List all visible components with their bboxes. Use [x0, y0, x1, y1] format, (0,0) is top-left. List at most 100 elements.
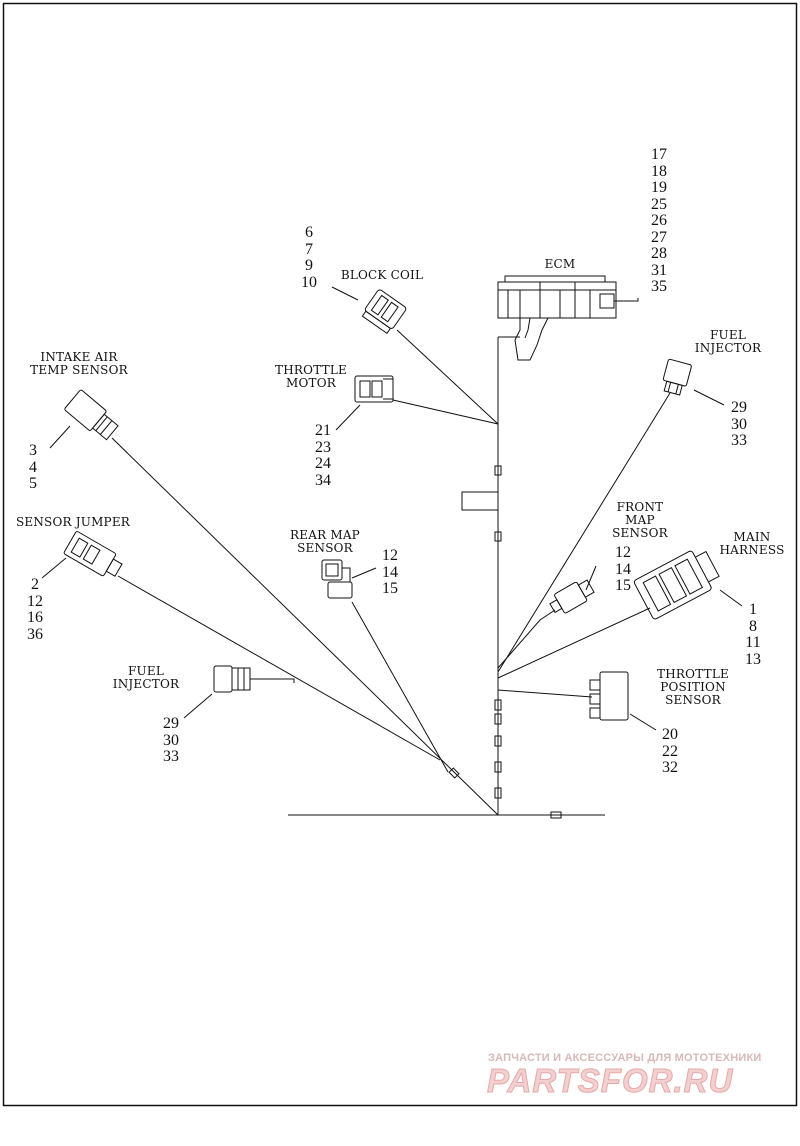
trunk-splice: [494, 531, 502, 542]
callout-number: 17: [651, 146, 667, 163]
rear-map-sensor: [321, 559, 353, 599]
callout-number: 34: [315, 471, 331, 489]
fuel-injector-left-leader: [183, 693, 213, 719]
watermark-tagline: ЗАПЧАСТИ И АКСЕССУАРЫ ДЛЯ МОТОТЕХНИКИ: [488, 1052, 762, 1064]
callout-number: 11: [745, 634, 761, 651]
callout-number: 33: [163, 748, 179, 765]
trunk-splice: [494, 699, 502, 711]
callout-number: 27: [651, 228, 667, 246]
trunk-splice: [494, 713, 502, 725]
throttle-position-sensor: [589, 671, 629, 721]
fuel-injector-left-connector: [213, 665, 251, 693]
callout-number: 19: [651, 179, 667, 196]
label-throttle-motor: THROTTLE MOTOR: [268, 364, 354, 390]
label-throttle-motor-line1: THROTTLE: [275, 363, 347, 377]
label-main-harness-line1: MAIN: [733, 530, 771, 544]
callout-number: 25: [651, 195, 667, 213]
callout-number: 21: [315, 422, 331, 439]
callout-number: 30: [731, 415, 747, 433]
label-rear-map-sensor: REAR MAP SENSOR: [280, 529, 370, 555]
fuel-injector-right-connector: [662, 358, 692, 396]
label-tps-line3: SENSOR: [665, 693, 721, 707]
label-intake-air-temp-sensor: INTAKE AIR TEMP SENSOR: [24, 351, 134, 377]
label-fuel-injector-right-line1: FUEL: [710, 328, 746, 342]
callout-throttle-motor: 21 23 24 34: [308, 422, 338, 489]
callout-fuel-injector-right: 29 30 33: [724, 399, 754, 450]
fuel-injector-right-leader: [693, 389, 725, 406]
callout-main-harness: 1 8 11 13: [738, 601, 768, 668]
label-intake-line2: TEMP SENSOR: [30, 363, 128, 377]
callout-number: 4: [29, 458, 37, 476]
callout-number: 33: [731, 432, 747, 449]
label-tps-line2: POSITION: [660, 680, 726, 694]
label-intake-line1: INTAKE AIR: [40, 350, 118, 364]
intake-air-temp-sensor: [64, 389, 119, 441]
label-tps-line1: THROTTLE: [657, 667, 729, 681]
ecm-module: [497, 275, 639, 361]
label-front-map-sensor: FRONT MAP SENSOR: [600, 501, 680, 540]
callout-number: 2: [31, 576, 39, 593]
label-throttle-position-sensor: THROTTLE POSITION SENSOR: [652, 668, 734, 707]
callout-number: 12: [382, 547, 398, 564]
callout-number: 1: [749, 601, 757, 618]
throttle-position-leader: [629, 713, 657, 731]
callout-number: 24: [315, 455, 331, 472]
wire-sensor-jumper: [117, 575, 441, 761]
wire-front-map: [497, 609, 556, 669]
callout-number: 22: [662, 742, 678, 760]
callout-number: 10: [301, 273, 317, 291]
diagonal-splice: [448, 767, 460, 779]
label-sensor-jumper: SENSOR JUMPER: [15, 515, 131, 529]
trunk-splice: [494, 787, 502, 799]
label-fuel-injector-right: FUEL INJECTOR: [688, 329, 768, 355]
bottom-splice: [550, 811, 562, 819]
label-front-map-line2: MAP: [625, 513, 655, 527]
main-harness-leader: [719, 589, 743, 607]
callout-number: 14: [382, 563, 398, 581]
trunk-splice: [494, 735, 502, 747]
callout-number: 5: [29, 475, 37, 492]
label-main-harness: MAIN HARNESS: [712, 531, 792, 557]
callout-number: 36: [27, 625, 43, 643]
trunk-splice: [494, 465, 502, 476]
label-front-map-line1: FRONT: [616, 500, 664, 514]
callout-number: 15: [382, 580, 398, 597]
callout-front-map-sensor: 12 14 15: [608, 544, 638, 595]
callout-fuel-injector-left: 29 30 33: [156, 715, 186, 766]
callout-ecm: 17 18 19 25 26 27 28 31 35: [644, 146, 674, 296]
callout-number: 3: [29, 442, 37, 459]
watermark-brand: PARTSFOR.RU: [486, 1062, 734, 1100]
block-coil-connector: [361, 289, 407, 335]
label-main-harness-line2: HARNESS: [719, 543, 785, 557]
callout-number: 31: [651, 261, 667, 279]
label-fuel-injector-left: FUEL INJECTOR: [106, 665, 186, 691]
block-coil-leader: [331, 286, 359, 301]
wire-main-harness: [497, 607, 651, 679]
wire-throttle-motor: [392, 399, 499, 425]
callout-number: 14: [615, 560, 631, 578]
label-rear-map-line1: REAR MAP: [290, 528, 360, 542]
callout-number: 26: [651, 212, 667, 229]
callout-number: 6: [305, 224, 313, 241]
wire-fuel-injector-left: [250, 678, 295, 683]
sensor-jumper-connector: [63, 531, 123, 577]
wire-rear-map: [351, 601, 449, 773]
callout-number: 9: [305, 257, 313, 274]
label-fuel-injector-left-line1: FUEL: [128, 664, 164, 678]
callout-number: 20: [662, 726, 678, 743]
page-border: [2, 2, 798, 1107]
callout-number: 12: [615, 544, 631, 561]
throttle-motor-connector: [354, 375, 394, 403]
label-block-coil: BLOCK COIL: [340, 268, 424, 282]
callout-number: 13: [745, 650, 761, 668]
wire-fuel-injector-right: [497, 392, 671, 673]
rear-map-leader: [351, 567, 377, 579]
label-front-map-line3: SENSOR: [612, 526, 668, 540]
callout-intake-air-temp-sensor: 3 4 5: [24, 442, 42, 493]
callout-number: 29: [163, 715, 179, 732]
callout-number: 30: [163, 731, 179, 749]
callout-number: 16: [27, 609, 43, 626]
callout-rear-map-sensor: 12 14 15: [375, 547, 405, 598]
